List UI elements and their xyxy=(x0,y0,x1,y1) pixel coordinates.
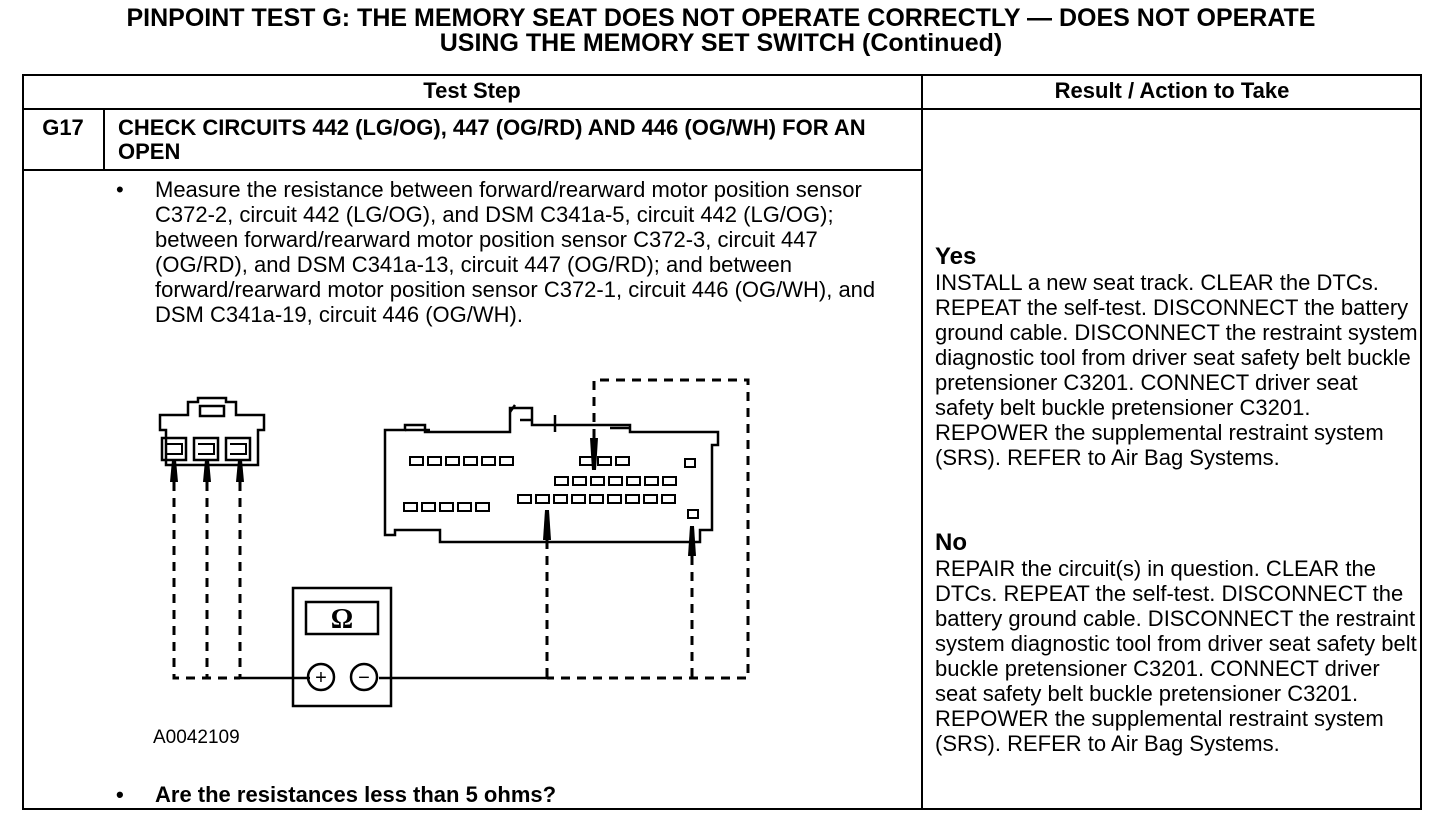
sensor-probes xyxy=(170,460,244,482)
wiring-diagram: Ω + − xyxy=(158,378,750,708)
question-bullet: • xyxy=(116,782,124,807)
instruction-text: Measure the resistance between forward/r… xyxy=(155,177,876,327)
sensor-connector xyxy=(158,396,266,467)
question-text: Are the resistances less than 5 ohms? xyxy=(155,782,557,807)
dsm-probes xyxy=(543,438,696,556)
instruction-bullet: • xyxy=(116,177,124,202)
step-id: G17 xyxy=(42,115,84,140)
ohm-symbol: Ω xyxy=(331,604,353,635)
result-yes: Yes INSTALL a new seat track. CLEAR the … xyxy=(935,243,1421,471)
header-divider xyxy=(22,108,1422,110)
no-heading: No xyxy=(935,529,967,556)
dsm-connector xyxy=(383,404,720,544)
meter-plus-label: + xyxy=(315,667,327,689)
column-divider xyxy=(921,74,923,810)
ohmmeter xyxy=(291,586,393,708)
step-title: CHECK CIRCUITS 442 (LG/OG), 447 (OG/RD) … xyxy=(118,115,866,164)
meter-minus-label: − xyxy=(358,667,370,689)
header-result: Result / Action to Take xyxy=(1054,78,1290,103)
step-id-divider xyxy=(103,108,105,170)
page-title: PINPOINT TEST G: THE MEMORY SEAT DOES NO… xyxy=(0,6,1442,56)
figure-id: A0042109 xyxy=(153,727,240,748)
title-line-1: PINPOINT TEST G: THE MEMORY SEAT DOES NO… xyxy=(126,4,1316,32)
test-table xyxy=(22,74,1422,810)
header-test-step: Test Step xyxy=(423,78,521,103)
result-no: No REPAIR the circuit(s) in question. CL… xyxy=(935,529,1421,757)
yes-heading: Yes xyxy=(935,243,977,270)
yes-text: INSTALL a new seat track. CLEAR the DTCs… xyxy=(935,270,1418,470)
test-leads xyxy=(172,378,750,680)
no-text: REPAIR the circuit(s) in question. CLEAR… xyxy=(935,556,1417,756)
step-title-divider xyxy=(22,169,922,171)
title-line-2: USING THE MEMORY SET SWITCH (Continued) xyxy=(439,29,1003,57)
